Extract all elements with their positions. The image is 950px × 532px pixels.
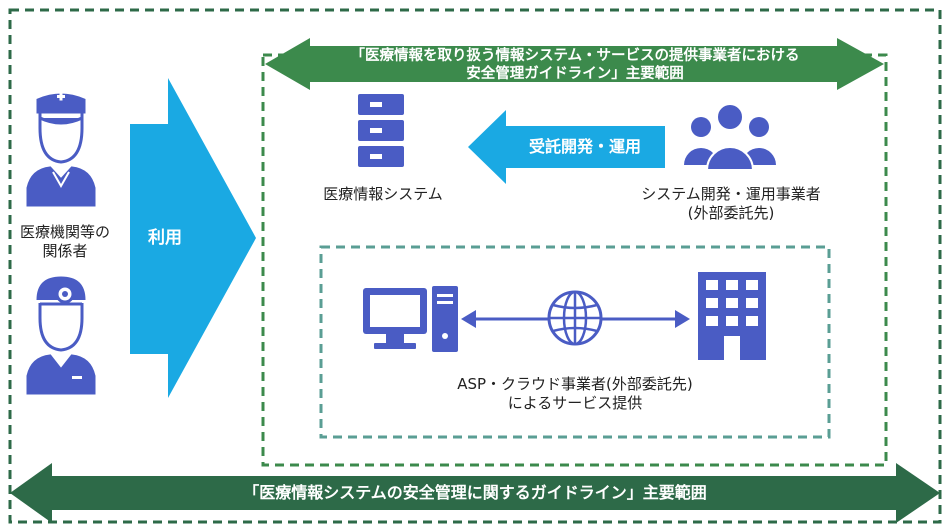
dev-ops-arrow — [468, 110, 665, 184]
top-scope-arrow — [265, 38, 884, 90]
asp-cloud-frame — [319, 245, 831, 439]
computer-icon — [363, 286, 458, 352]
group-icon — [684, 103, 776, 171]
nurse-icon — [26, 92, 96, 207]
doctor-icon — [26, 276, 96, 395]
asp-label-line2: によるサービス提供 — [507, 394, 643, 412]
vendor-label-line1: システム開発・運用事業者 — [641, 185, 821, 203]
dev-ops-arrow-label: 受託開発・運用 — [528, 137, 641, 156]
provider-scope-frame — [261, 53, 888, 467]
server-icon — [358, 94, 404, 167]
vendor-label-line2: (外部委託先) — [687, 204, 775, 222]
building-icon — [698, 272, 766, 360]
use-arrow-label: 利用 — [148, 228, 182, 248]
globe-icon — [547, 290, 603, 346]
bottom-scope-arrow — [10, 463, 940, 523]
bottom-banner-label: 「医療情報システムの安全管理に関するガイドライン」主要範囲 — [243, 483, 707, 502]
medical-info-system-label: 医療情報システム — [323, 185, 443, 203]
outer-scope-frame — [8, 8, 942, 524]
top-banner-line2: 安全管理ガイドライン」主要範囲 — [466, 66, 684, 82]
top-banner-line1: 「医療情報を取り扱う情報システム・サービスの提供事業者における — [350, 48, 800, 64]
use-arrow — [130, 78, 256, 398]
asp-label-line1: ASP・クラウド事業者(外部委託先) — [457, 375, 693, 393]
medical-staff-label-line2: 関係者 — [42, 242, 88, 260]
medical-staff-label-line1: 医療機関等の — [19, 223, 110, 241]
